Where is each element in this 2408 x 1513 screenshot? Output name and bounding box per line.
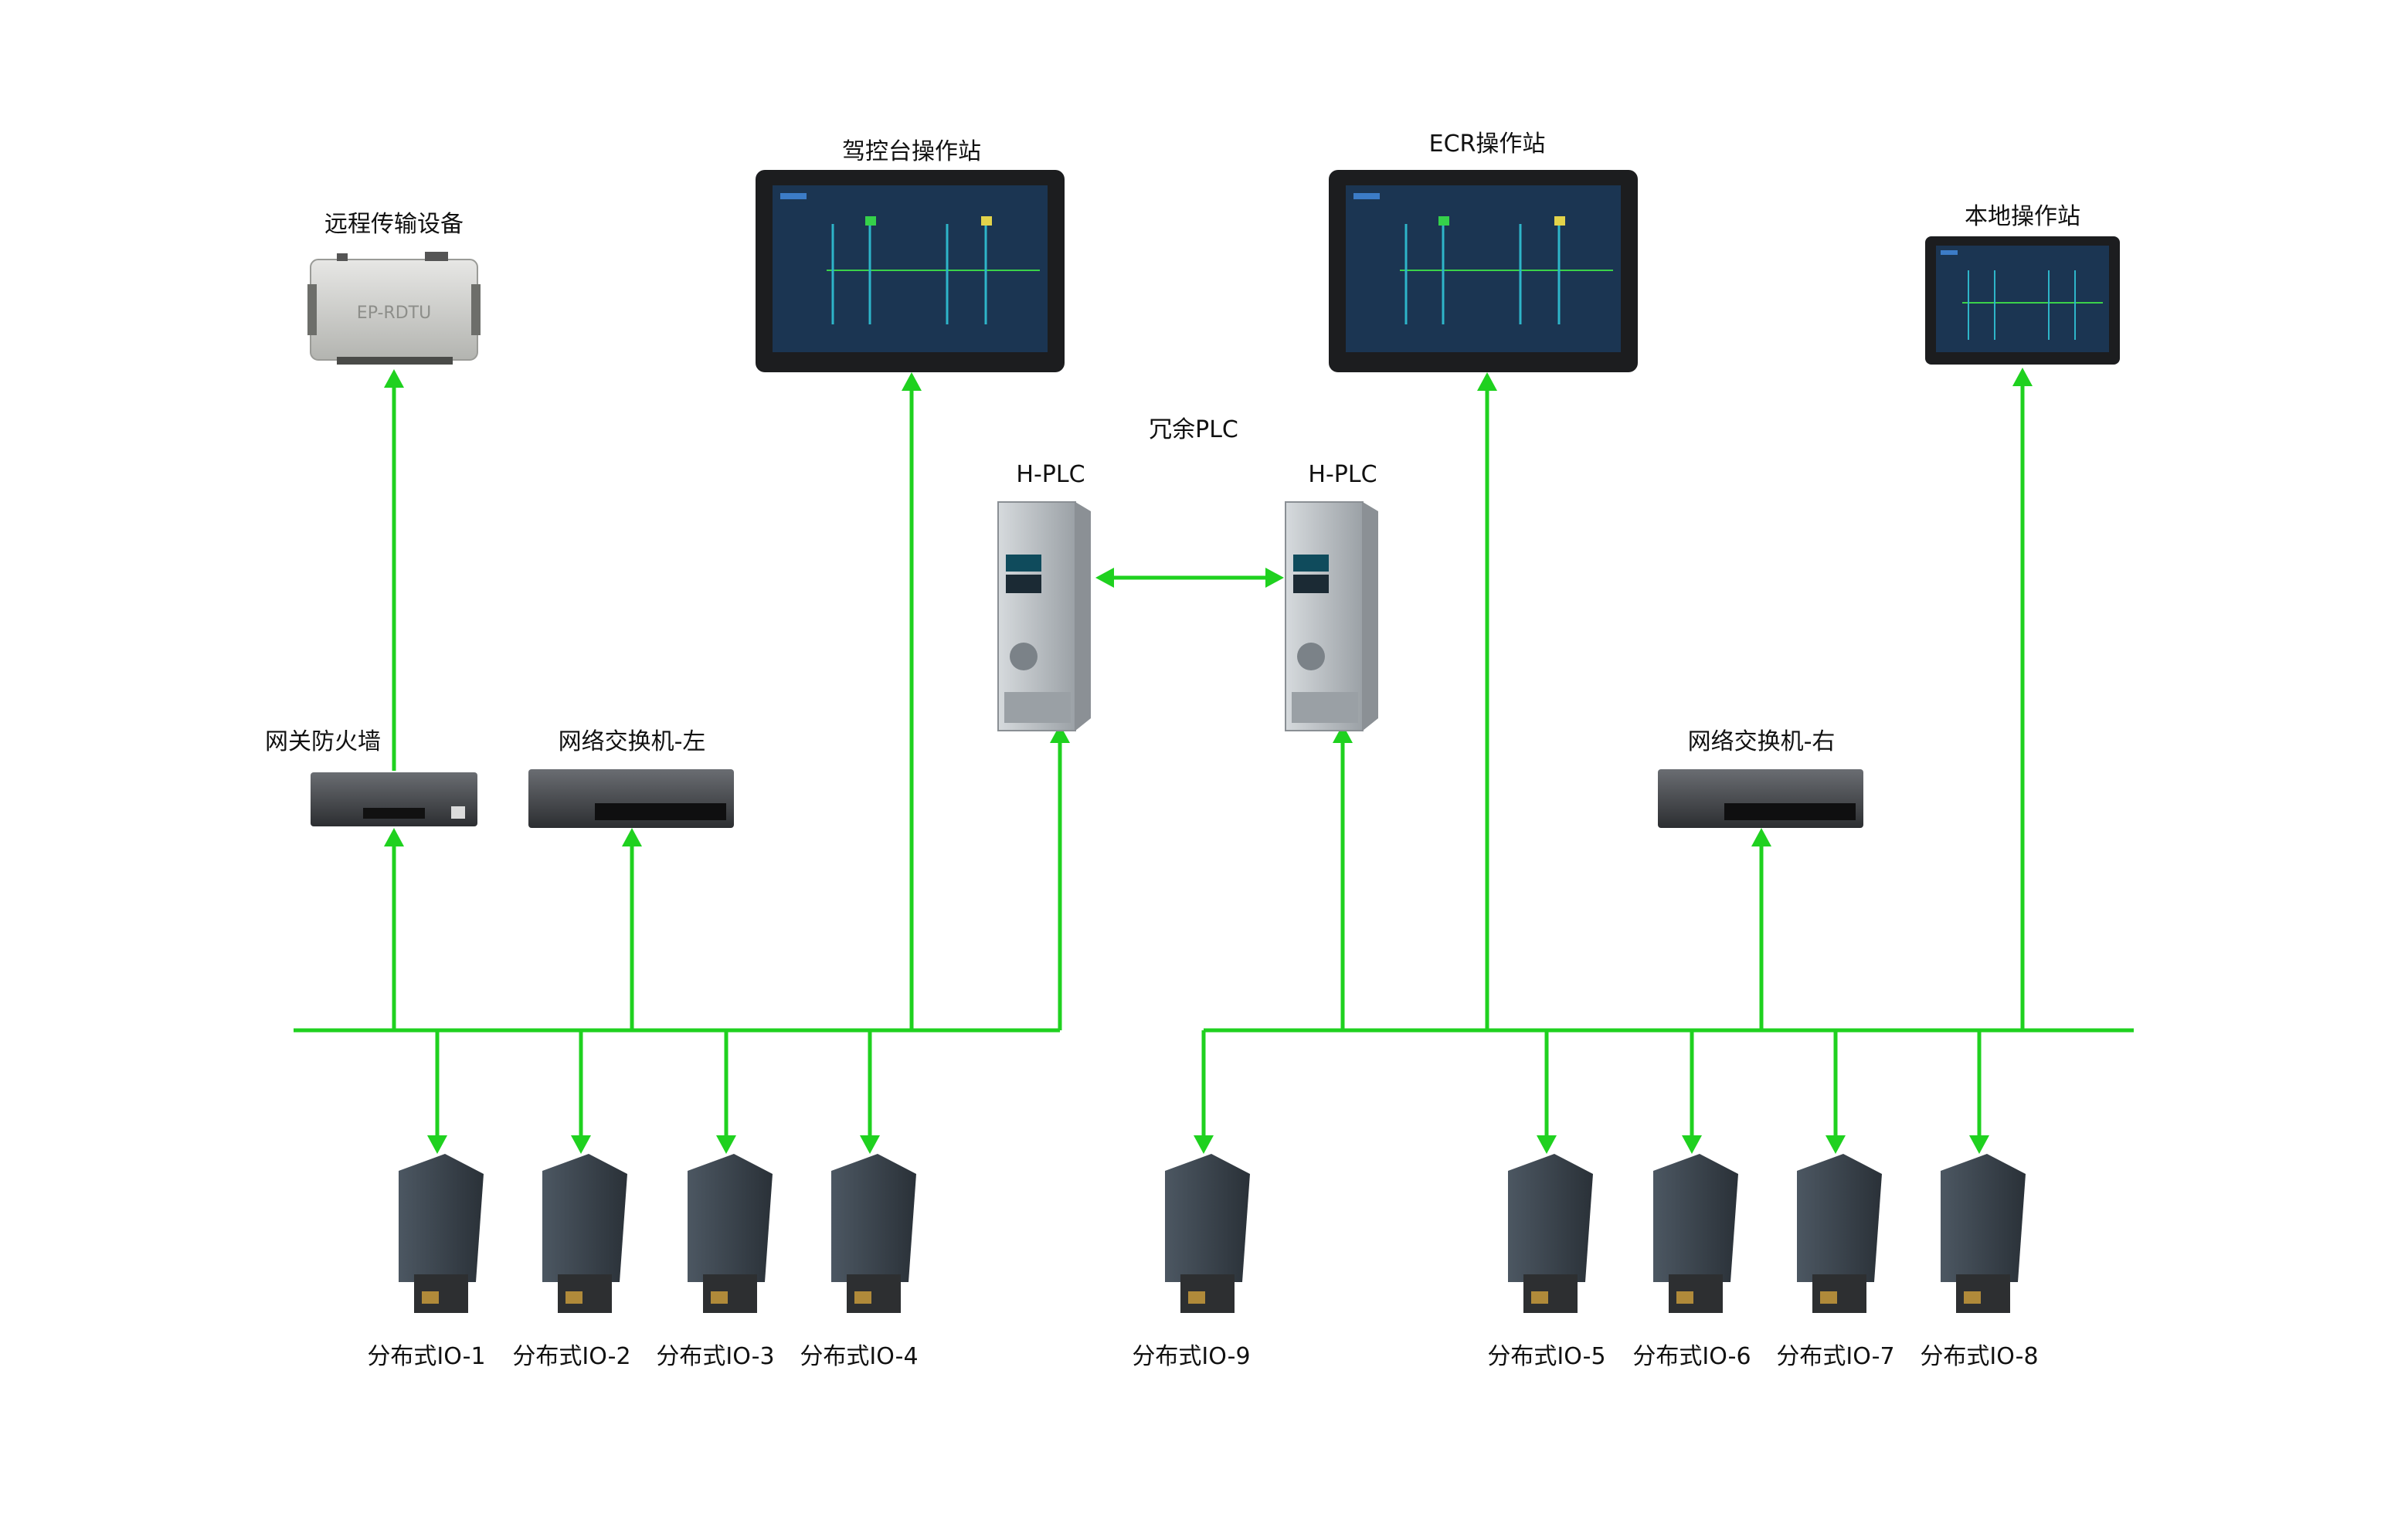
ecr-station-monitor bbox=[1329, 170, 1638, 372]
arrow-plc-link-left bbox=[1095, 568, 1114, 588]
arrow-firewall bbox=[384, 828, 404, 846]
io-label-4: 分布式IO-4 bbox=[800, 1343, 918, 1370]
io-module-6 bbox=[1653, 1154, 1738, 1313]
network-wires bbox=[294, 368, 2134, 1154]
arrow-io-3 bbox=[716, 1135, 736, 1154]
io-module-7 bbox=[1797, 1154, 1882, 1313]
local-station-label: 本地操作站 bbox=[1965, 203, 2080, 230]
io-module-4 bbox=[831, 1154, 916, 1313]
arrow-switch-right bbox=[1751, 828, 1771, 846]
firewall-device bbox=[311, 772, 477, 826]
io-label-5: 分布式IO-5 bbox=[1487, 1343, 1605, 1370]
io-label-3: 分布式IO-3 bbox=[656, 1343, 774, 1370]
io-label-7: 分布式IO-7 bbox=[1776, 1343, 1894, 1370]
switch-right-label: 网络交换机-右 bbox=[1688, 728, 1836, 755]
bridge-station-monitor bbox=[756, 170, 1065, 372]
arrow-rdtu bbox=[384, 369, 404, 388]
arrow-io-5 bbox=[1537, 1135, 1557, 1154]
arrow-io-9 bbox=[1194, 1135, 1214, 1154]
arrow-switch-left bbox=[622, 828, 642, 846]
arrow-io-2 bbox=[571, 1135, 591, 1154]
rdtu-device: EP-RDTU bbox=[307, 252, 481, 365]
io-label-9: 分布式IO-9 bbox=[1132, 1343, 1250, 1370]
io-label-2: 分布式IO-2 bbox=[512, 1343, 630, 1370]
arrow-io-4 bbox=[860, 1135, 880, 1154]
hplc-right-device bbox=[1285, 501, 1378, 731]
arrow-ecr-station bbox=[1477, 372, 1497, 391]
arrow-local-station bbox=[2012, 368, 2033, 386]
rdtu-label: 远程传输设备 bbox=[324, 211, 464, 238]
arrow-plc-link-right bbox=[1265, 568, 1284, 588]
arrow-hplc-right bbox=[1333, 724, 1353, 743]
arrow-io-1 bbox=[427, 1135, 447, 1154]
switch-right-device bbox=[1658, 769, 1863, 828]
switch-left-label: 网络交换机-左 bbox=[559, 728, 706, 755]
arrow-hplc-left bbox=[1050, 724, 1070, 743]
arrow-io-8 bbox=[1969, 1135, 1989, 1154]
io-label-6: 分布式IO-6 bbox=[1632, 1343, 1751, 1370]
local-station-monitor bbox=[1925, 236, 2120, 365]
io-module-8 bbox=[1941, 1154, 2026, 1313]
hplc-left-label: H-PLC bbox=[1016, 461, 1085, 488]
switch-left-device bbox=[528, 769, 734, 828]
arrow-io-7 bbox=[1826, 1135, 1846, 1154]
io-module-1 bbox=[399, 1154, 484, 1313]
io-module-5 bbox=[1508, 1154, 1593, 1313]
io-module-3 bbox=[688, 1154, 773, 1313]
hplc-right-label: H-PLC bbox=[1308, 461, 1377, 488]
redundant-plc-label: 冗余PLC bbox=[1149, 416, 1238, 443]
hplc-left-device bbox=[997, 501, 1091, 731]
rdtu-device-text: EP-RDTU bbox=[357, 304, 431, 323]
io-module-9 bbox=[1165, 1154, 1250, 1313]
ecr-station-label: ECR操作站 bbox=[1429, 131, 1546, 158]
bridge-station-label: 驾控台操作站 bbox=[842, 138, 981, 165]
arrow-io-6 bbox=[1682, 1135, 1702, 1154]
firewall-label: 网关防火墙 bbox=[265, 728, 381, 755]
io-label-8: 分布式IO-8 bbox=[1920, 1343, 2038, 1370]
arrow-bridge-station bbox=[902, 372, 922, 391]
io-label-1: 分布式IO-1 bbox=[367, 1343, 485, 1370]
io-module-2 bbox=[542, 1154, 627, 1313]
